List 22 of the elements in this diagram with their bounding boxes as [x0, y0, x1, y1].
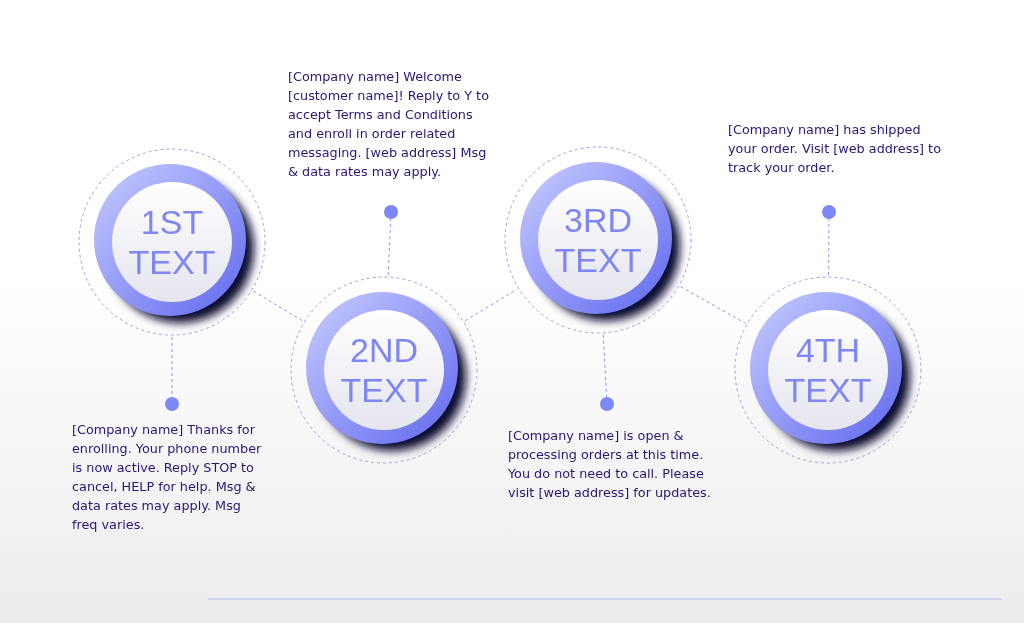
step-label: 3RD TEXT	[553, 200, 643, 280]
connector-line	[387, 218, 392, 276]
step-label: 4TH TEXT	[783, 330, 873, 410]
timeline-dot	[165, 397, 179, 411]
step-circle	[733, 275, 923, 465]
timeline-dot	[600, 397, 614, 411]
connector-line	[252, 290, 304, 322]
timeline-dot	[822, 205, 836, 219]
message-text: [Company name] has shipped your order. Visit [web address] to track your order.	[728, 121, 942, 177]
step-circle	[77, 147, 267, 337]
connector-line	[602, 334, 608, 398]
step-label: 2ND TEXT	[339, 330, 429, 410]
message-text: [Company name] Thanks for enrolling. Your phone number is now active. Reply STOP to cancel, HELP for help. Msg & data rates may apply. Msg freq varies.	[72, 421, 263, 534]
timeline-dot	[384, 205, 398, 219]
step-circle	[503, 145, 693, 335]
step-circle	[289, 275, 479, 465]
connector-line	[680, 286, 746, 324]
connector-line	[464, 288, 518, 322]
connector-line	[828, 218, 830, 276]
message-text: [Company name] Welcome [customer name]! Reply to Y to accept Terms and Conditions and enroll in order related messaging. [web address] Msg & data rates may apply.	[288, 68, 490, 181]
message-text: [Company name] is open & processing orders at this time. You do not need to call. Please visit [web address] for updates.	[508, 427, 712, 502]
step-label: 1ST TEXT	[127, 202, 217, 282]
